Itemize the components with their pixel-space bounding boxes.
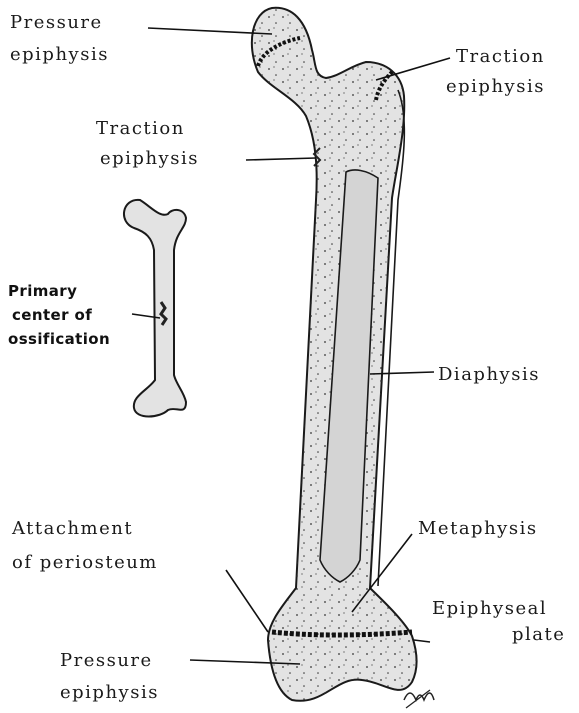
svg-text:Traction: Traction — [96, 118, 185, 139]
svg-text:Traction: Traction — [456, 46, 545, 67]
svg-text:plate: plate — [512, 624, 565, 645]
svg-text:epiphysis: epiphysis — [10, 44, 109, 65]
svg-text:epiphysis: epiphysis — [446, 76, 545, 97]
svg-text:epiphysis: epiphysis — [60, 682, 159, 703]
svg-text:of periosteum: of periosteum — [12, 552, 158, 573]
svg-text:epiphysis: epiphysis — [100, 148, 199, 169]
label-traction-epiphysis-left: Traction epiphysis — [96, 118, 199, 169]
svg-text:Pressure: Pressure — [60, 650, 153, 671]
label-diaphysis: Diaphysis — [438, 364, 540, 385]
label-pressure-epiphysis-bottom: Pressure epiphysis — [60, 650, 159, 703]
svg-text:ossification: ossification — [8, 330, 110, 348]
small-bone — [124, 200, 186, 417]
label-pressure-epiphysis-top: Pressure epiphysis — [10, 12, 109, 65]
svg-text:Attachment: Attachment — [11, 518, 133, 539]
svg-text:Primary: Primary — [8, 282, 77, 300]
label-traction-epiphysis-right: Traction epiphysis — [446, 46, 545, 97]
label-metaphysis: Metaphysis — [418, 518, 538, 539]
svg-text:Pressure: Pressure — [10, 12, 103, 33]
svg-text:center of: center of — [12, 306, 92, 324]
label-epiphyseal-plate: Epiphyseal plate — [432, 598, 565, 645]
artist-monogram — [404, 690, 434, 708]
label-attachment-of-periosteum: Attachment of periosteum — [11, 518, 158, 573]
svg-text:Epiphyseal: Epiphyseal — [432, 598, 547, 619]
label-primary-center: Primary center of ossification — [8, 282, 110, 348]
femur — [252, 8, 417, 701]
